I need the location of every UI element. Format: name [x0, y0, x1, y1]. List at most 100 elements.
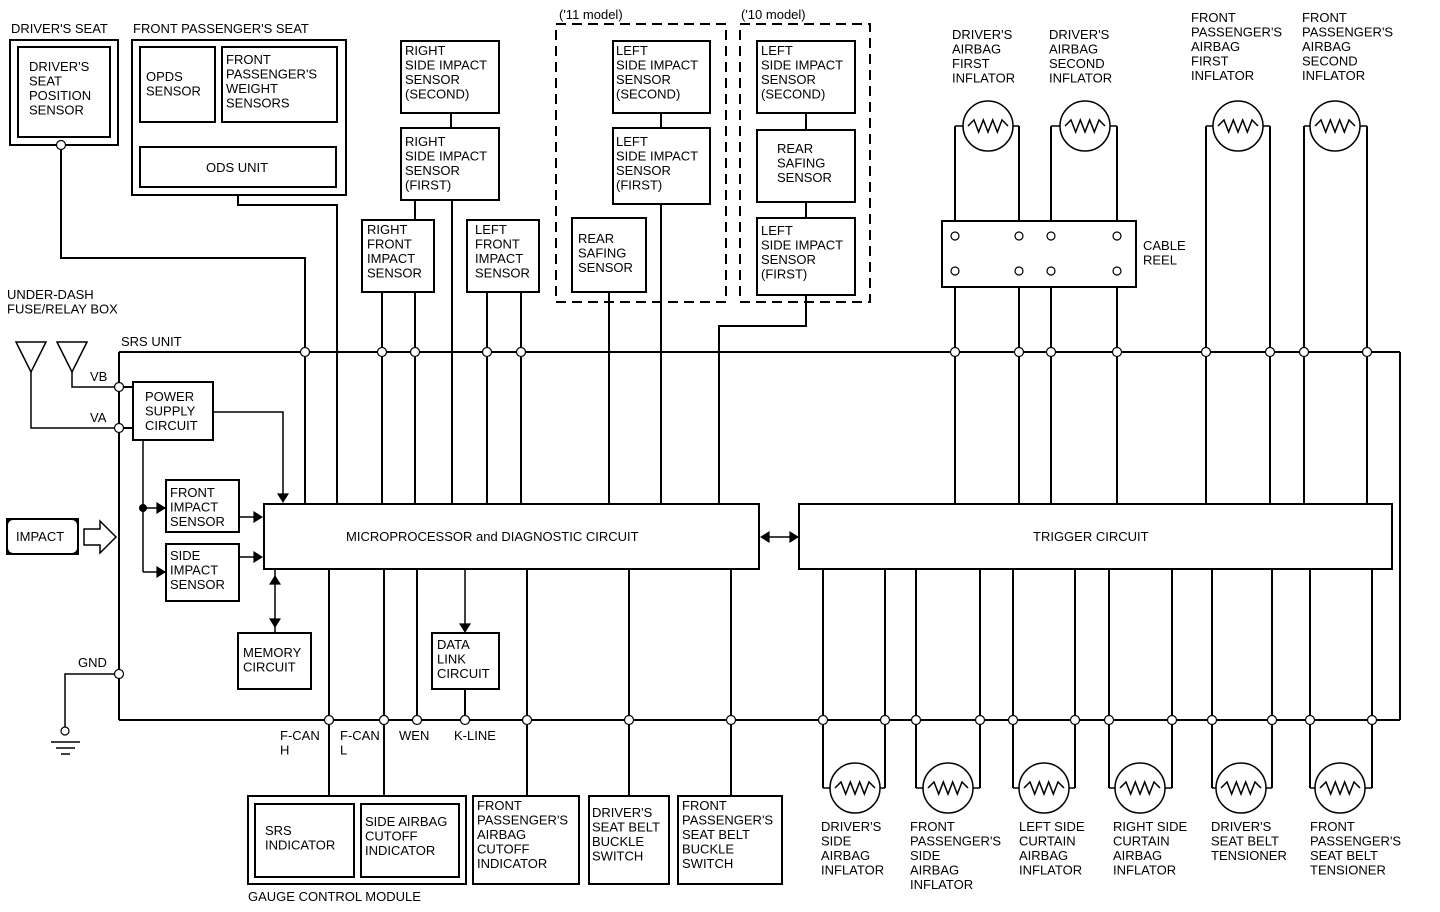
srs-unit-label-line: SRS UNIT [121, 334, 182, 349]
drivers-seat-belt-buckle-switch-label-line: DRIVER'S [592, 805, 653, 820]
wire-junction [1111, 346, 1123, 358]
front-passenger-seat-label-line: FRONT PASSENGER'S SEAT [133, 21, 309, 36]
top-inflator-label-line: INFLATOR [1049, 71, 1112, 86]
left-front-impact-label-line: SENSOR [475, 266, 530, 281]
gauge-control-module-label-line: GAUGE CONTROL MODULE [248, 889, 421, 904]
right-side-impact-first-box [400, 127, 500, 201]
rear-safing-10-label-line: REAR [777, 141, 813, 156]
bottom-inflator-label-line: TENSIONER [1211, 848, 1287, 863]
wire-junction [910, 714, 922, 726]
rear-safing-10-box [756, 129, 856, 203]
rear-safing-11-box [571, 217, 647, 293]
impact-label: IMPACT [16, 529, 64, 544]
wire-junction [879, 714, 891, 726]
bottom-inflator-3-icon-resistor-icon [1023, 779, 1065, 797]
side-impact-sensor-label-line: SIDE [170, 548, 201, 563]
rear-safing-11-label-line: SAFING [578, 246, 626, 261]
wire-junction-solid [139, 504, 147, 512]
wire [718, 295, 807, 504]
left-side-impact-second-11-label-line: SENSOR [616, 72, 671, 87]
srs-unit-label: SRS UNIT [121, 334, 182, 349]
wire-junction [299, 346, 311, 358]
top-inflator-2-icon [1059, 100, 1111, 152]
front-passenger-airbag-cutoff-indicator-label-line: PASSENGER'S [477, 813, 568, 828]
arrow-right-icon [253, 551, 263, 563]
wire-junction [459, 714, 471, 726]
opds-sensor-label-line: OPDS [146, 69, 183, 84]
drivers-seat-position-sensor-label-line: DRIVER'S [29, 59, 90, 74]
bottom-inflator-label-line: SIDE [821, 834, 852, 849]
arrow-down-icon [277, 493, 289, 503]
bottom-inflator-1-icon [829, 762, 881, 814]
wire-junction [411, 714, 423, 726]
left-side-impact-first-11-label-line: SENSOR [616, 163, 671, 178]
cable-reel-contact-icon [950, 231, 960, 241]
drivers-seat-belt-buckle-switch-label-line: SWITCH [592, 849, 643, 864]
drivers-seat-belt-buckle-switch-label-line: BUCKLE [592, 834, 644, 849]
cable-reel-box [941, 220, 1137, 288]
top-inflator-4-icon-resistor-icon [1314, 117, 1356, 135]
arrow-left-icon [760, 531, 770, 543]
microprocessor-box [263, 503, 760, 570]
side-airbag-cutoff-indicator-box [360, 803, 460, 878]
va-terminal-label: VA [90, 410, 107, 425]
bottom-inflator-1-icon-resistor-icon [834, 779, 876, 797]
bottom-inflator-label-line: SEAT BELT [1211, 834, 1279, 849]
bottom-inflator-label-line: FRONT [910, 819, 955, 834]
right-side-impact-first-label-line: RIGHT [405, 134, 446, 149]
side-airbag-cutoff-indicator-label-line: INDICATOR [365, 843, 435, 858]
wire-junction [974, 714, 986, 726]
wire-junction [1045, 346, 1057, 358]
bottom-inflator-label-line: AIRBAG [1113, 848, 1162, 863]
fcan-h-terminal-label-line: F-CAN [280, 728, 320, 743]
left-side-impact-second-10-label-line: (SECOND) [761, 87, 825, 102]
ods-unit-box [139, 146, 337, 188]
bottom-inflator-label-line: DRIVER'S [821, 819, 882, 834]
wire [213, 411, 284, 499]
model-2011-label-line: ('11 model) [559, 7, 623, 22]
right-side-impact-second-label-line: SIDE IMPACT [405, 58, 487, 73]
front-passenger-airbag-cutoff-indicator-label-line: CUTOFF [477, 842, 530, 857]
wire-junction [323, 714, 335, 726]
weight-sensors-label-line: SENSORS [226, 96, 290, 111]
bottom-inflator-5-icon-resistor-icon [1220, 779, 1262, 797]
cable-reel-contact-icon [1014, 231, 1024, 241]
power-supply-label-line: POWER [145, 389, 194, 404]
cable-reel-contact-icon [1046, 231, 1056, 241]
gauge-control-module-label: GAUGE CONTROL MODULE [248, 889, 421, 904]
trigger-circuit-label-line: TRIGGER CIRCUIT [1033, 529, 1149, 544]
left-front-impact-label-line: LEFT [475, 222, 507, 237]
top-inflator-label-line: SECOND [1049, 56, 1105, 71]
front-passenger-airbag-cutoff-indicator-label-line: INDICATOR [477, 856, 547, 871]
ods-unit-label-line: ODS UNIT [206, 160, 268, 175]
wen-terminal-label-line: WEN [399, 728, 429, 743]
bottom-inflator-label-line: CURTAIN [1113, 834, 1170, 849]
arrow-down-icon [459, 623, 471, 633]
front-passenger-airbag-cutoff-indicator-label-line: FRONT [477, 798, 522, 813]
wire-junction [1166, 714, 1178, 726]
left-side-impact-first-11-label-line: SIDE IMPACT [616, 149, 698, 164]
wire-junction [949, 346, 961, 358]
top-inflator-2-icon-resistor-icon [1064, 117, 1106, 135]
trigger-circuit-box [798, 503, 1393, 570]
side-impact-sensor-box [165, 543, 240, 602]
right-front-impact-sensor-box [361, 219, 435, 293]
wire-junction [378, 714, 390, 726]
wire-junction [1266, 714, 1278, 726]
wire [30, 372, 119, 429]
bottom-inflator-label-line: AIRBAG [1019, 848, 1068, 863]
